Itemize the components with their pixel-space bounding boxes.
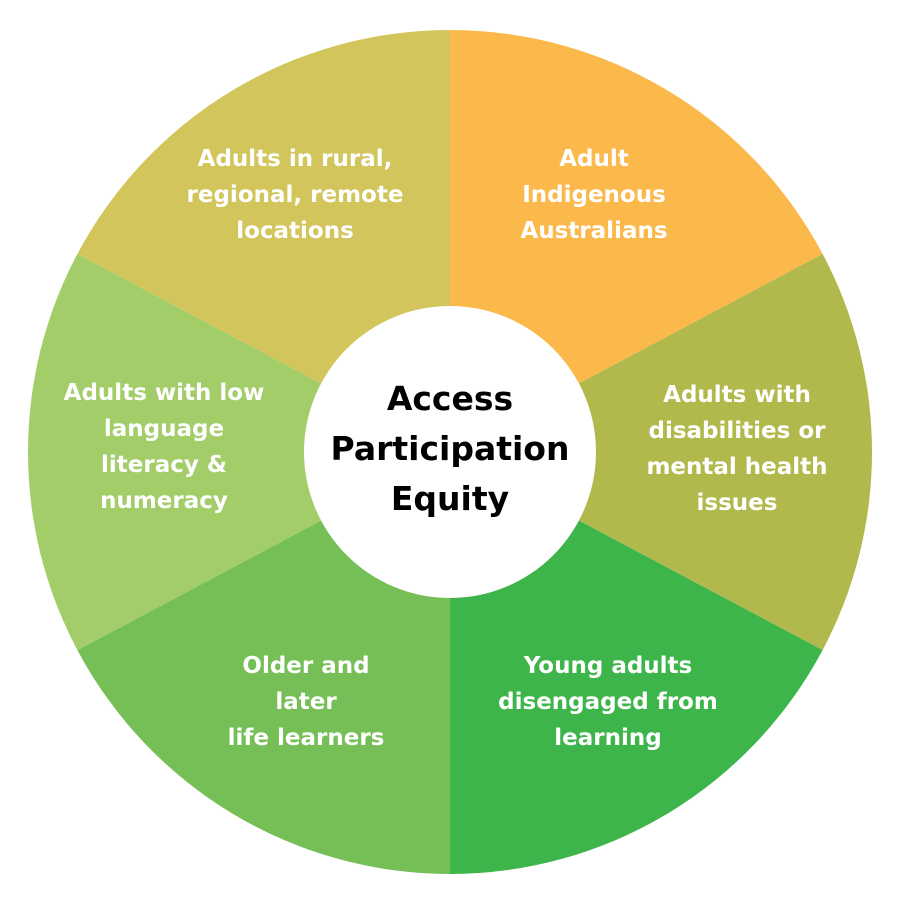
segment-label-line: Adults in rural, [198,146,393,172]
segment-label-line: later [275,689,337,715]
segment-label-line: Adults with [663,382,811,408]
segment-label-line: disengaged from [498,689,718,715]
segment-disabilities [450,253,872,651]
segment-label-line: Adults with low [64,380,265,406]
segment-label-line: Indigenous [522,182,666,208]
segment-label-line: regional, remote [187,182,404,208]
segment-low-literacy [28,253,451,651]
segment-label-line: numeracy [100,488,228,514]
segment-label-line: mental health [646,454,827,480]
center-label-line: Equity [391,479,509,518]
segment-label-older-learners: Older and later life learners [228,653,385,751]
segment-label-line: locations [236,218,354,244]
segment-label-young-adults: Young adults disengaged from learning [498,653,718,751]
segment-label-disabilities: Adults with disabilities or mental health i… [646,382,827,516]
segment-label-line: language [104,416,224,442]
segment-label-line: life learners [228,725,385,751]
segment-label-line: disabilities or [649,418,827,444]
segment-label-line: Older and [242,653,369,679]
segment-label-line: literacy & [101,452,227,478]
segment-label-line: Adult [559,146,629,172]
segment-label-line: Australians [520,218,667,244]
segment-label-line: issues [697,490,778,516]
center-label-line: Access [387,379,513,418]
center-circle [304,306,596,598]
center-label-line: Participation [331,429,570,468]
segment-label-line: Young adults [523,653,693,679]
segment-label-low-literacy: Adults with low language literacy & numerac… [64,380,265,514]
segment-label-line: learning [554,725,661,751]
segment-label-rural: Adults in rural, regional, remote location… [187,146,404,244]
